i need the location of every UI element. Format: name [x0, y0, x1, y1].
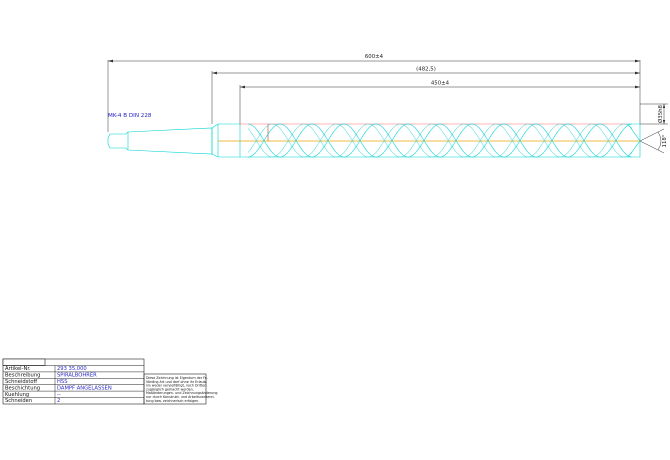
tb-label-schneidstoff: Schneidstoff [5, 379, 38, 385]
note-line-2: Vörding Art und darf ohne ihr Erlaub- [146, 380, 208, 384]
tb-label-kuehlung: Kuehlung [5, 392, 29, 398]
tb-value-kuehlung: -- [57, 392, 61, 398]
dimension-arrows [108, 59, 640, 89]
note-line-7: tung bzw. zeichnerisch erfolgen. [146, 399, 199, 403]
note-line-4: zugänglich gemacht werden. [146, 387, 194, 391]
helix-curve [247, 123, 633, 158]
flute-ref-label: (482,5) [416, 67, 436, 73]
tb-label-artikel: Artikel-Nr. [5, 366, 31, 372]
flute-length-label: 450±4 [431, 81, 450, 87]
diameter-arrows [662, 104, 666, 124]
helix-curve [247, 123, 633, 158]
note-line-3: nis weder vervielfältigt, noch Dritten [146, 384, 207, 388]
tb-value-schneiden: 2 [57, 398, 60, 404]
note-line-5: Maßänderungen- und Zeichnungsänderung [146, 391, 218, 395]
tb-label-schneiden: Schneiden [5, 398, 32, 404]
point-angle-label: 118° [662, 134, 668, 147]
helix-flutes [247, 123, 633, 158]
tb-label-beschichtung: Beschichtung [5, 385, 40, 391]
note-line-6: nur durch Konstrukt. und Arbeitsvorberei… [146, 395, 216, 399]
dimension-lines [107, 60, 641, 132]
title-block: Artikel-Nr. 293 35,000 Beschreibung SPIR… [2, 358, 218, 405]
overall-length-label: 600±4 [365, 54, 384, 60]
tb-value-schneidstoff: HSS [57, 379, 68, 385]
tb-label-beschreibung: Beschreibung [5, 373, 40, 379]
tb-value-beschichtung: DAMPF ANGELASSEN [57, 385, 112, 391]
tb-value-artikel: 293 35,000 [57, 366, 87, 372]
tb-value-beschreibung: SPIRALBOHRER [57, 373, 97, 379]
diameter-label: Ø35h8 [657, 104, 664, 123]
flute-section [240, 123, 641, 158]
taper-spec-label: MK-4 B DIN 228 [108, 113, 152, 119]
helix-curve [247, 123, 633, 158]
drill-shank [107, 123, 241, 158]
note-line-1: Diese Zeichnung ist Eigentum der Fa. [146, 376, 208, 380]
helix-curve [247, 123, 633, 158]
point-angle-dimension [639, 128, 665, 154]
